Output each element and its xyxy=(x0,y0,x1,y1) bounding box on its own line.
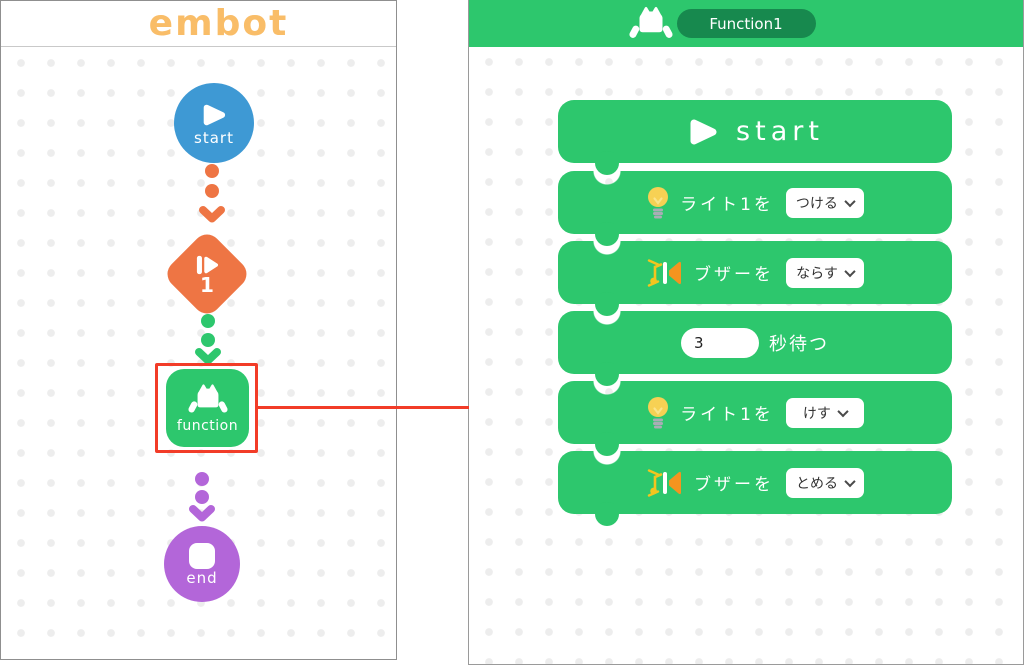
buzzer-off-select[interactable]: とめる xyxy=(786,467,864,498)
light-off-value: けす xyxy=(802,405,831,422)
connector-arrow-icon xyxy=(199,206,225,223)
play-icon xyxy=(690,119,717,144)
flowchart-canvas[interactable]: start 1 function end xyxy=(1,48,396,659)
robot-icon xyxy=(629,6,673,38)
connector-dot xyxy=(201,333,215,347)
light-label: ライト1を xyxy=(680,405,774,425)
connector-dot xyxy=(205,164,219,178)
step-play-icon xyxy=(196,255,218,274)
buzzer-off-value: とめる xyxy=(796,475,838,492)
block-light-off[interactable]: ライト1を けす xyxy=(558,381,952,456)
start-node[interactable]: start xyxy=(174,83,254,163)
function-name-badge[interactable]: Function1 xyxy=(676,9,816,38)
connector-dot xyxy=(195,490,209,504)
chevron-down-icon xyxy=(837,405,849,417)
app-header: embot xyxy=(1,1,396,47)
lightbulb-icon xyxy=(648,396,669,428)
block-buzzer-off[interactable]: ブザーを とめる xyxy=(558,451,952,526)
light-label: ライト1を xyxy=(680,195,774,215)
chevron-down-icon xyxy=(844,475,856,487)
embot-logo: embot xyxy=(148,3,289,44)
function-editor-panel: Function1 start ライト1を つける ブザーを ならす xyxy=(468,0,1024,665)
loop-node-content: 1 xyxy=(175,242,239,306)
block-start[interactable]: start xyxy=(558,100,952,175)
buzzer-on-select[interactable]: ならす xyxy=(786,257,864,288)
wait-label: 秒待つ xyxy=(769,333,829,355)
buzzer-icon xyxy=(647,468,681,497)
chevron-down-icon xyxy=(844,265,856,277)
connector-arrow-icon xyxy=(195,348,221,365)
blocks-canvas[interactable]: start ライト1を つける ブザーを ならす 秒待つ xyxy=(469,47,1023,664)
buzzer-icon xyxy=(647,258,681,287)
block-start-label: start xyxy=(736,116,824,147)
connector-dot xyxy=(201,314,215,328)
function-node-label: function xyxy=(176,418,239,434)
loop-count-label: 1 xyxy=(200,272,214,297)
start-node-label: start xyxy=(194,128,234,147)
lightbulb-icon xyxy=(648,186,669,218)
light-off-select[interactable]: けす xyxy=(785,397,864,428)
robot-icon xyxy=(187,384,228,413)
wait-seconds-input[interactable] xyxy=(681,327,759,358)
buzzer-label: ブザーを xyxy=(694,265,774,285)
connector-arrow-icon xyxy=(189,505,215,522)
end-node[interactable]: end xyxy=(164,526,240,602)
block-buzzer-on[interactable]: ブザーを ならす xyxy=(558,241,952,316)
connector-dot xyxy=(195,472,209,486)
loop-node[interactable]: 1 xyxy=(161,228,253,320)
function-name-label: Function1 xyxy=(709,14,783,33)
block-light-on[interactable]: ライト1を つける xyxy=(558,171,952,246)
play-icon xyxy=(203,104,226,125)
chevron-down-icon xyxy=(844,195,856,207)
buzzer-label: ブザーを xyxy=(694,475,774,495)
end-node-label: end xyxy=(186,568,218,587)
selection-box xyxy=(155,363,258,453)
connector-dot xyxy=(205,184,219,198)
function-node[interactable]: function xyxy=(166,369,249,447)
selection-connector-line xyxy=(257,406,469,409)
light-on-select[interactable]: つける xyxy=(785,187,864,218)
light-on-value: つける xyxy=(795,195,838,212)
function-editor-header: Function1 xyxy=(469,0,1023,47)
stop-icon xyxy=(189,542,215,569)
flowchart-panel: embot start 1 function end xyxy=(0,0,397,660)
buzzer-on-value: ならす xyxy=(796,265,838,282)
block-wait[interactable]: 秒待つ xyxy=(558,311,952,386)
